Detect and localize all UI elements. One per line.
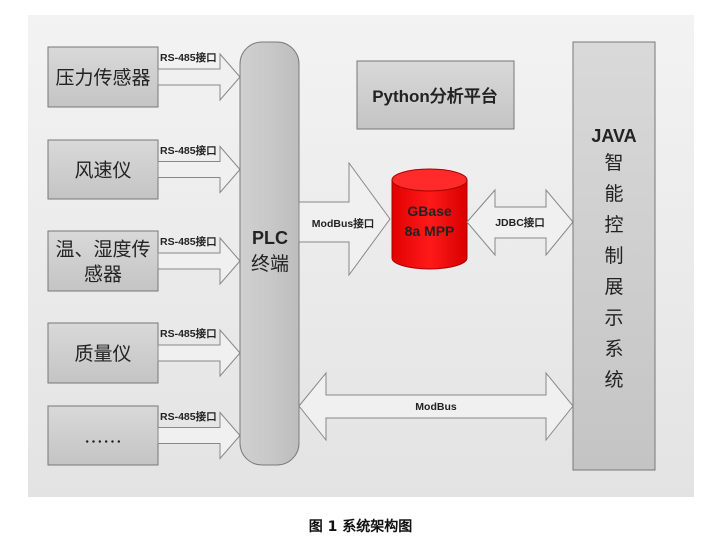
python-platform: Python分析平台 <box>356 60 515 130</box>
modbus-interface-arrow: ModBus接口 <box>298 161 391 277</box>
java-char: 统 <box>604 369 623 391</box>
sensor-node: 风速仪 RS-485接口 <box>47 139 241 200</box>
database-sublabel: 8a MPP <box>405 223 455 239</box>
rs485-label: RS-485接口 <box>160 410 217 423</box>
rs485-label: RS-485接口 <box>160 327 217 340</box>
plc-label: PLC <box>252 228 288 248</box>
rs485-arrow <box>157 328 241 378</box>
rs485-label: RS-485接口 <box>160 144 217 157</box>
rs485-label: RS-485接口 <box>160 235 217 248</box>
sensor-box <box>47 230 159 292</box>
python-label: Python分析平台 <box>372 86 498 106</box>
java-char: 制 <box>604 245 623 267</box>
sensor-label: 感器 <box>84 264 122 286</box>
sensor-box <box>47 322 159 384</box>
java-char: 系 <box>604 338 623 360</box>
rs485-arrow <box>157 236 241 286</box>
sensor-node: 质量仪 RS-485接口 <box>47 322 241 384</box>
rs485-arrow <box>157 145 241 194</box>
java-title: JAVA <box>591 126 636 146</box>
java-char: 示 <box>604 307 623 329</box>
figure-caption: 图 1 系统架构图 <box>308 519 413 535</box>
java-char: 展 <box>604 276 623 298</box>
sensor-label: 压力传感器 <box>55 67 150 89</box>
gbase-database: GBase 8a MPP <box>391 168 468 270</box>
plc-sublabel: 终端 <box>251 253 289 275</box>
sensor-box <box>47 405 159 466</box>
sensor-label: …… <box>84 426 122 448</box>
sensor-label: 质量仪 <box>74 343 131 365</box>
java-char: 能 <box>604 183 623 205</box>
sensor-box <box>47 46 159 108</box>
rs485-label: RS-485接口 <box>160 51 217 64</box>
sensor-box <box>47 139 159 200</box>
jdbc-label: JDBC接口 <box>495 216 545 229</box>
sensor-label: 温、湿度传 <box>55 239 150 261</box>
modbus-bus-arrow: ModBus <box>298 371 574 442</box>
rs485-arrow <box>157 411 241 460</box>
rs485-arrow <box>157 52 241 102</box>
sensor-node: …… RS-485接口 <box>47 405 241 466</box>
java-char: 智 <box>604 152 623 174</box>
java-char: 控 <box>604 214 623 236</box>
database-label: GBase <box>407 203 452 219</box>
plc-terminal: PLC 终端 <box>239 41 300 466</box>
jdbc-interface-arrow: JDBC接口 <box>466 188 574 257</box>
modbus-interface-label: ModBus接口 <box>312 217 374 230</box>
sensor-label: 风速仪 <box>74 160 131 182</box>
modbus-bus-label: ModBus <box>415 401 457 413</box>
sensor-node: 压力传感器 RS-485接口 <box>47 46 241 108</box>
